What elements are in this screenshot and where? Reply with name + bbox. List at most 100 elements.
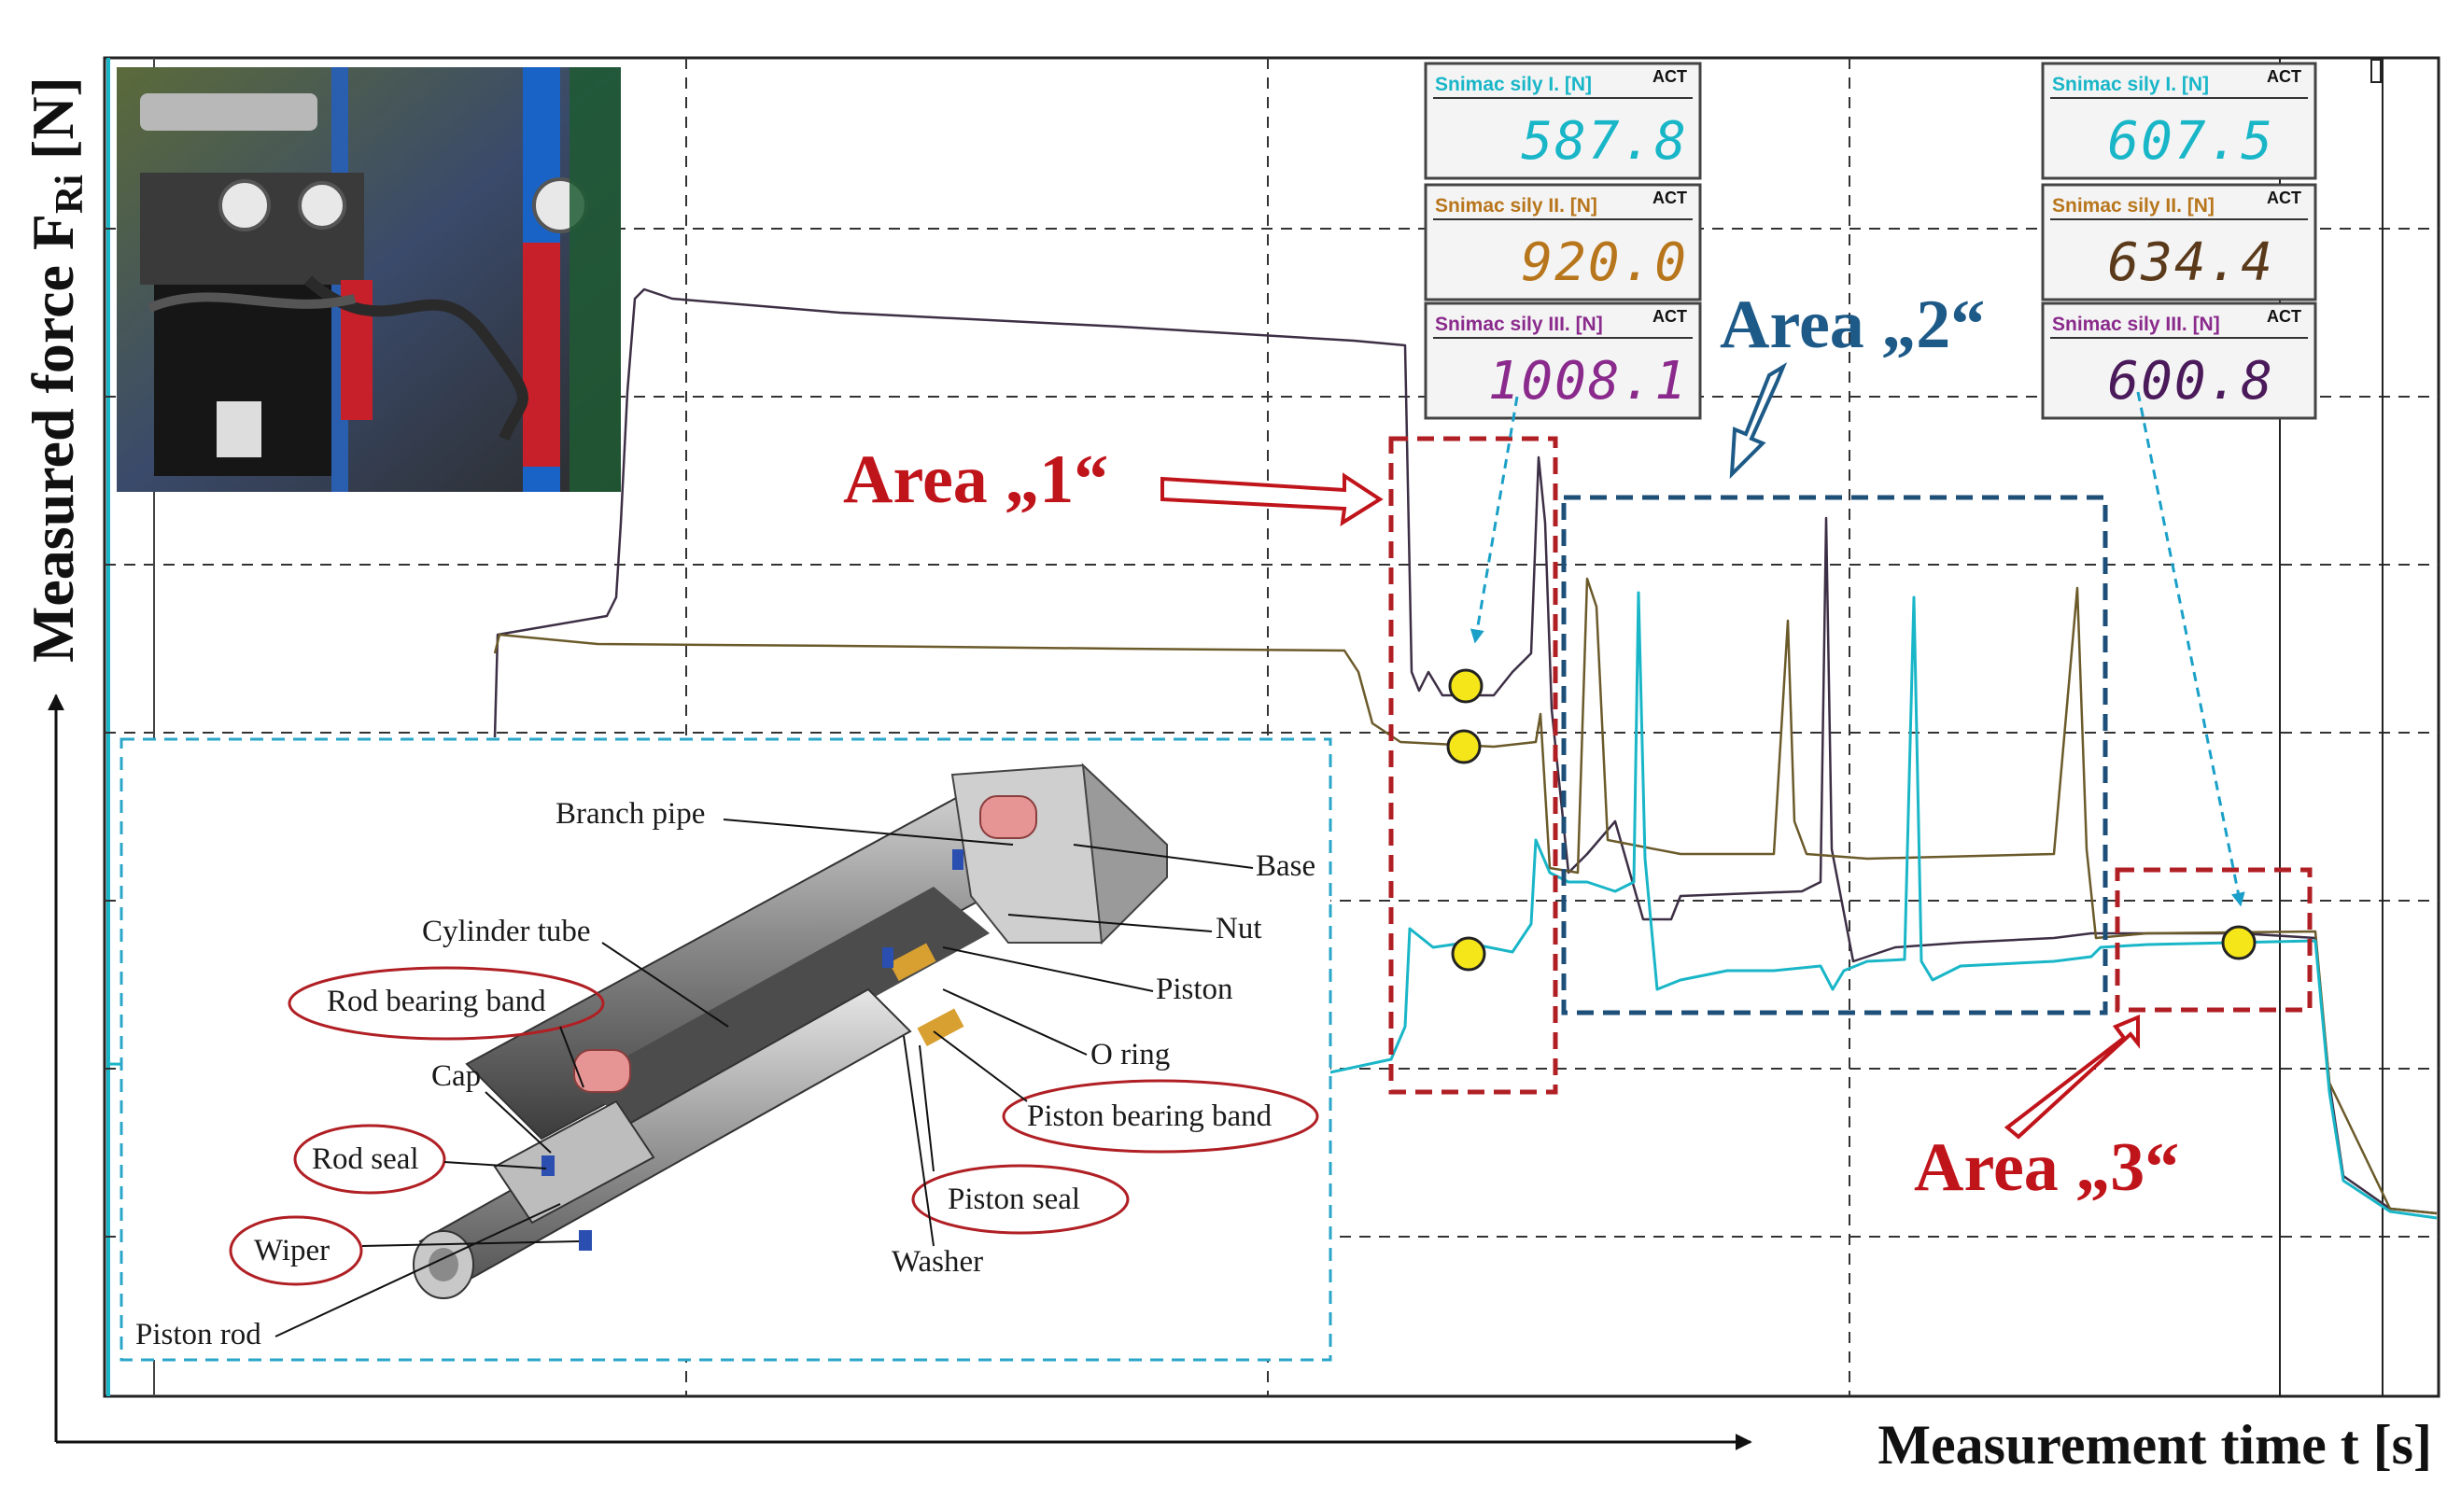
label-cap: Cap	[431, 1059, 481, 1093]
leader-line	[443, 1161, 547, 1169]
photo-red-cylinder	[523, 243, 560, 467]
area-3-arrow	[2004, 1015, 2140, 1140]
leader-line	[1007, 914, 1213, 932]
piston-bearing-band-shape	[917, 1008, 964, 1047]
label-washer: Washer	[892, 1245, 983, 1279]
seal-shape	[952, 849, 963, 870]
cap-shape	[493, 1099, 655, 1225]
highlight-wiper	[229, 1215, 363, 1286]
photo-label-sticker	[217, 401, 261, 457]
label-rod-bearing-band: Rod bearing band	[327, 985, 546, 1018]
area-1-label: Area „1“	[843, 441, 1108, 518]
highlight-piston-seal	[911, 1164, 1130, 1235]
y-axis-label-unit: [N]	[20, 77, 86, 175]
display-right-1-act: ACT	[2267, 67, 2301, 86]
display-left-3-label: Snimac sily III. [N]	[1435, 314, 1603, 335]
display-left-1: Snimac sily I. [N] ACT 587.8	[1424, 62, 1702, 180]
marker-point	[2221, 925, 2257, 960]
display-panel	[2041, 301, 2317, 420]
leader-line	[933, 1030, 1028, 1102]
test-rig-photo	[117, 67, 621, 492]
highlight-rod-bearing-band	[288, 966, 605, 1041]
area-1-arrow	[1160, 472, 1384, 526]
plot-corner-box	[2370, 59, 2382, 83]
highlight-rod-seal	[293, 1124, 446, 1195]
display-right-3-value: 600.8	[2107, 351, 2274, 412]
display-left-2-value: 920.0	[1521, 232, 1688, 293]
seal-shape	[579, 1230, 592, 1251]
photo-pressure-gauge	[298, 181, 346, 230]
display-left-3-act: ACT	[1652, 307, 1687, 326]
photo-hand-pump	[140, 93, 317, 131]
y-axis-label: Measured force FRi [N]	[20, 77, 91, 663]
photo-hose	[148, 292, 357, 313]
trace-purple	[493, 287, 2438, 1215]
label-piston-seal: Piston seal	[948, 1183, 1080, 1216]
piston-rod-tip	[429, 1248, 458, 1281]
leader-line	[361, 1240, 580, 1247]
display-left-2-act: ACT	[1652, 189, 1687, 207]
cylinder-drawing	[413, 763, 1169, 1299]
label-base: Base	[1256, 849, 1315, 883]
marker-point	[1451, 936, 1486, 972]
label-wiper: Wiper	[254, 1234, 330, 1267]
photo-green-frame	[570, 67, 621, 492]
y-axis-label-subscript: Ri	[49, 175, 91, 214]
area-annotations: Area „1“ Area „2“ Area „3“	[843, 287, 2179, 1206]
label-piston: Piston	[1156, 973, 1233, 1006]
display-panel	[1424, 301, 1702, 420]
display-panel	[2041, 183, 2317, 301]
leader-line	[274, 1203, 561, 1337]
leader-line	[559, 1026, 584, 1088]
trace-brown	[493, 577, 2438, 1215]
area-3-label: Area „3“	[1914, 1129, 2179, 1206]
leader-line	[601, 942, 729, 1028]
x-axis-label: Measurement time t [s]	[1877, 1414, 2432, 1476]
leader-line	[942, 946, 1154, 992]
display-pointers	[1470, 391, 2245, 907]
display-left-1-label: Snimac sily I. [N]	[1435, 74, 1592, 95]
photo-pressure-gauge	[218, 179, 271, 231]
display-right-2-value: 634.4	[2107, 232, 2274, 293]
label-piston-bearing-band: Piston bearing band	[1027, 1099, 1273, 1133]
seal-shape	[882, 947, 893, 968]
display-left-3: Snimac sily III. [N] ACT 1008.1	[1424, 301, 1702, 420]
area-2-box	[1561, 495, 2108, 1015]
display-panel	[2041, 62, 2317, 180]
marker-point	[1448, 668, 1484, 704]
highlight-piston-bearing-band	[1002, 1079, 1319, 1154]
displays-left: Snimac sily I. [N] ACT 587.8 Snimac sily…	[1424, 62, 1702, 420]
display-left-1-value: 587.8	[1521, 111, 1688, 172]
cylinder-schematic: Branch pipe Base Cylinder tube Nut Pisto…	[120, 737, 1332, 1362]
branch-pipe-cap	[573, 1049, 631, 1093]
display-left-3-value: 1008.1	[1488, 351, 1688, 412]
area-2-arrow	[1729, 362, 1788, 480]
leader-line	[723, 819, 1014, 846]
leader-line	[919, 1044, 935, 1172]
label-branch-pipe: Branch pipe	[555, 797, 705, 831]
pointer-left	[1470, 396, 1519, 644]
display-panel	[1424, 62, 1702, 180]
area-boxes	[1388, 436, 2313, 1095]
display-right-2-label: Snimac sily II. [N]	[2052, 195, 2215, 217]
plot-frame	[103, 56, 2440, 1398]
label-nut: Nut	[1216, 912, 1262, 945]
area-2-label: Area „2“	[1720, 287, 1985, 363]
display-panel	[1424, 183, 1702, 301]
label-piston-rod: Piston rod	[135, 1318, 261, 1351]
display-right-1: Snimac sily I. [N] ACT 607.5	[2041, 62, 2317, 180]
display-right-1-value: 607.5	[2107, 111, 2274, 172]
display-right-1-label: Snimac sily I. [N]	[2052, 74, 2209, 95]
piston-bearing-band-shape	[889, 943, 936, 982]
pointer-right	[2136, 391, 2245, 907]
displays-right: Snimac sily I. [N] ACT 607.5 Snimac sily…	[2041, 62, 2317, 420]
trace-cyan	[1325, 591, 2438, 1220]
label-cylinder-tube: Cylinder tube	[422, 915, 591, 948]
axes: Measured force FRi [N] Measurement time …	[20, 77, 2432, 1476]
leader-line	[942, 988, 1088, 1056]
leader-line	[485, 1091, 552, 1154]
cylinder-base-side	[1081, 763, 1168, 945]
schematic-frame	[120, 737, 1332, 1362]
